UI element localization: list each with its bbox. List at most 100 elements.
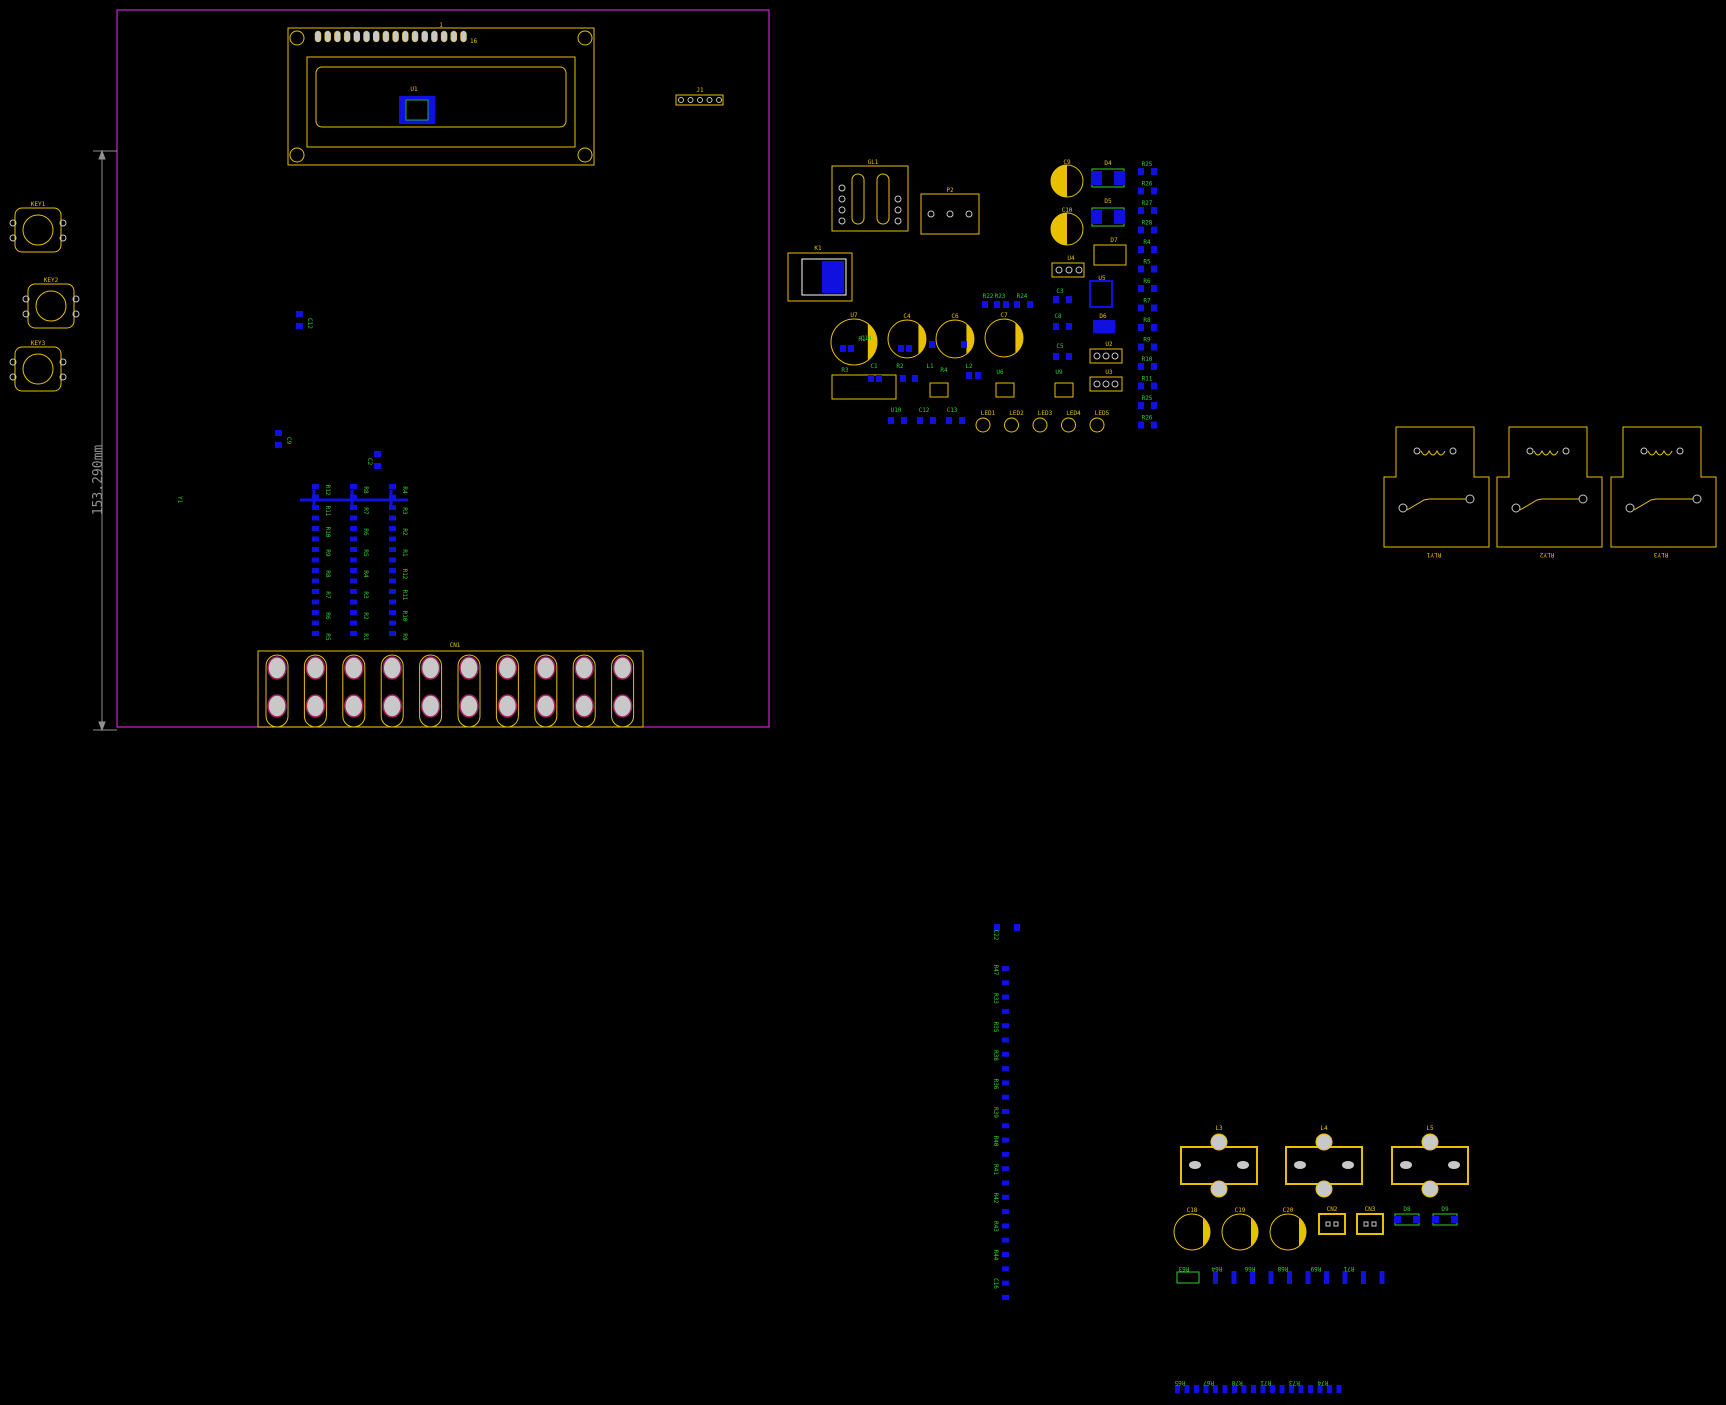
- cn1-terminal: [495, 654, 519, 728]
- relay-pin: [1413, 447, 1421, 455]
- resistor-label: R4: [1143, 239, 1151, 246]
- lcd-pin: [314, 30, 322, 43]
- cn1-hole: [574, 656, 594, 680]
- column-label: R42: [992, 1193, 999, 1204]
- inductor-pin: [1315, 1133, 1333, 1151]
- lcd-pin: [372, 30, 380, 43]
- column-pad: [1002, 1080, 1009, 1086]
- key-button: [22, 353, 54, 385]
- via-hole: [838, 217, 846, 225]
- resistor-pad: [1138, 324, 1144, 331]
- resistor-label: R8: [324, 570, 331, 578]
- smd-pad: [1066, 323, 1072, 330]
- resistor-label: R11: [1142, 376, 1153, 383]
- header-pin: [1363, 1221, 1369, 1227]
- lcd-pin: [363, 30, 370, 43]
- dimension-marker: [93, 149, 117, 732]
- bottom-resistor-label: R68: [1277, 1265, 1288, 1272]
- power-small-label: U9: [1055, 369, 1063, 376]
- resistor-label: R12: [324, 485, 331, 496]
- capacitor-polarity: [918, 323, 927, 355]
- resistor-pad: [1138, 363, 1144, 370]
- bottom-resistor-label: R71: [1343, 1265, 1354, 1272]
- via-hole: [1065, 266, 1073, 274]
- regulator-body: [1054, 382, 1074, 398]
- resistor-pad: [312, 557, 319, 563]
- column-pad: [1002, 1194, 1009, 1200]
- lcd-pin: [382, 30, 390, 43]
- lcd-pin-last: 16: [470, 38, 478, 45]
- lcd-pin: [411, 30, 419, 43]
- key-pin: [9, 373, 17, 381]
- smd-pad: [975, 372, 981, 379]
- cn1-hole: [305, 656, 326, 680]
- smd-diode-label: D8: [1403, 1206, 1411, 1213]
- key-pin: [9, 358, 17, 366]
- lcd-pin: [343, 30, 351, 43]
- bulk-capacitor: [1173, 1213, 1211, 1251]
- smd-pad: [1066, 296, 1072, 303]
- resistor-pad: [312, 631, 319, 636]
- relay: RLY2: [1496, 426, 1603, 558]
- column-label: R38: [992, 1050, 999, 1061]
- resistor-pad: [312, 484, 319, 489]
- resistor-pad: [1151, 265, 1157, 273]
- via-hole: [1102, 352, 1110, 360]
- bottom-row-pad: [1194, 1385, 1199, 1393]
- relay-pin: [1465, 494, 1475, 504]
- resistor-label: R11: [401, 590, 408, 601]
- cn1-hole: [612, 656, 633, 680]
- relay-label: RLY3: [1653, 551, 1668, 558]
- smd-pad: [868, 375, 874, 382]
- resistor-pad: [312, 536, 319, 542]
- column-label: C22: [992, 930, 999, 941]
- header-label: CN2: [1327, 1206, 1338, 1213]
- led: [975, 417, 991, 433]
- smd-diode-label: D9: [1441, 1206, 1449, 1213]
- j1-pin: [697, 97, 703, 103]
- via-hole: [894, 217, 902, 225]
- resistor-pad: [312, 568, 319, 573]
- cn1-label: CN1: [450, 642, 461, 649]
- board-outline: [116, 9, 770, 728]
- key-pin: [59, 373, 67, 381]
- j1-pin: [687, 97, 694, 103]
- smd-pad: [901, 417, 907, 424]
- cn1-hole: [497, 656, 518, 680]
- resistor-traces: [300, 490, 408, 510]
- smd-pad: [917, 417, 923, 424]
- led-label: LED1: [981, 410, 996, 417]
- column-label: R43: [992, 1221, 999, 1232]
- resistor-pad: [1151, 226, 1157, 234]
- resistor-label: R9: [401, 633, 408, 641]
- resistor-label: R4: [401, 486, 408, 494]
- relay-pin: [1449, 447, 1457, 455]
- column-pad: [1002, 1180, 1009, 1186]
- lcd-pin: [450, 30, 458, 43]
- resistor-pad: [389, 568, 396, 573]
- header-pin: [1325, 1221, 1331, 1227]
- resistor-pad: [1151, 421, 1157, 429]
- resistor-label: R10: [1142, 356, 1153, 363]
- column-label: R44: [992, 1250, 999, 1261]
- led-label: LED5: [1095, 410, 1110, 417]
- via-hole: [927, 210, 935, 218]
- power-small-label: C1: [870, 363, 878, 370]
- column-pad: [1002, 1166, 1009, 1172]
- dimension-text: 153.290mm: [91, 445, 106, 516]
- cn1-hole: [459, 694, 479, 718]
- resistor-label: R1: [362, 633, 369, 641]
- column-pad: [1014, 924, 1020, 931]
- key-pin: [9, 234, 17, 242]
- resistor-pad: [350, 631, 357, 636]
- resistor-pad: [312, 620, 319, 626]
- relay-label: RLY1: [1426, 551, 1441, 558]
- cn1-hole: [382, 656, 402, 680]
- lcd-pin-first: 1: [439, 22, 443, 29]
- resistor-label: R6: [1143, 278, 1151, 285]
- resistor-pad: [1151, 304, 1157, 312]
- column-pad: [994, 924, 1000, 931]
- resistor-pad: [350, 589, 357, 594]
